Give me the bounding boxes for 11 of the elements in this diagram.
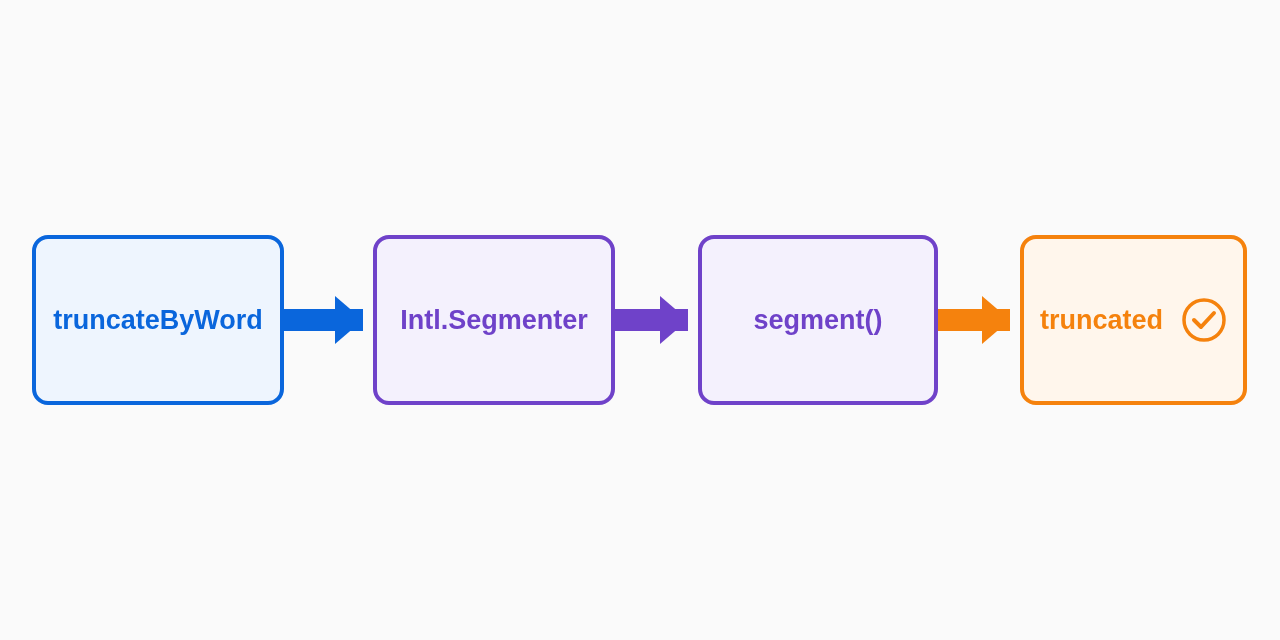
box-label: truncated [1040, 304, 1163, 336]
box-label: segment() [753, 304, 883, 336]
box-label: Intl.Segmenter [400, 304, 588, 336]
process-box [698, 235, 938, 405]
arrow [938, 296, 1010, 344]
arrow [284, 296, 363, 344]
box-label: truncateByWord [53, 304, 263, 336]
arrow [615, 296, 688, 344]
process-box [32, 235, 284, 405]
process-box [1020, 235, 1247, 405]
process-box [373, 235, 615, 405]
